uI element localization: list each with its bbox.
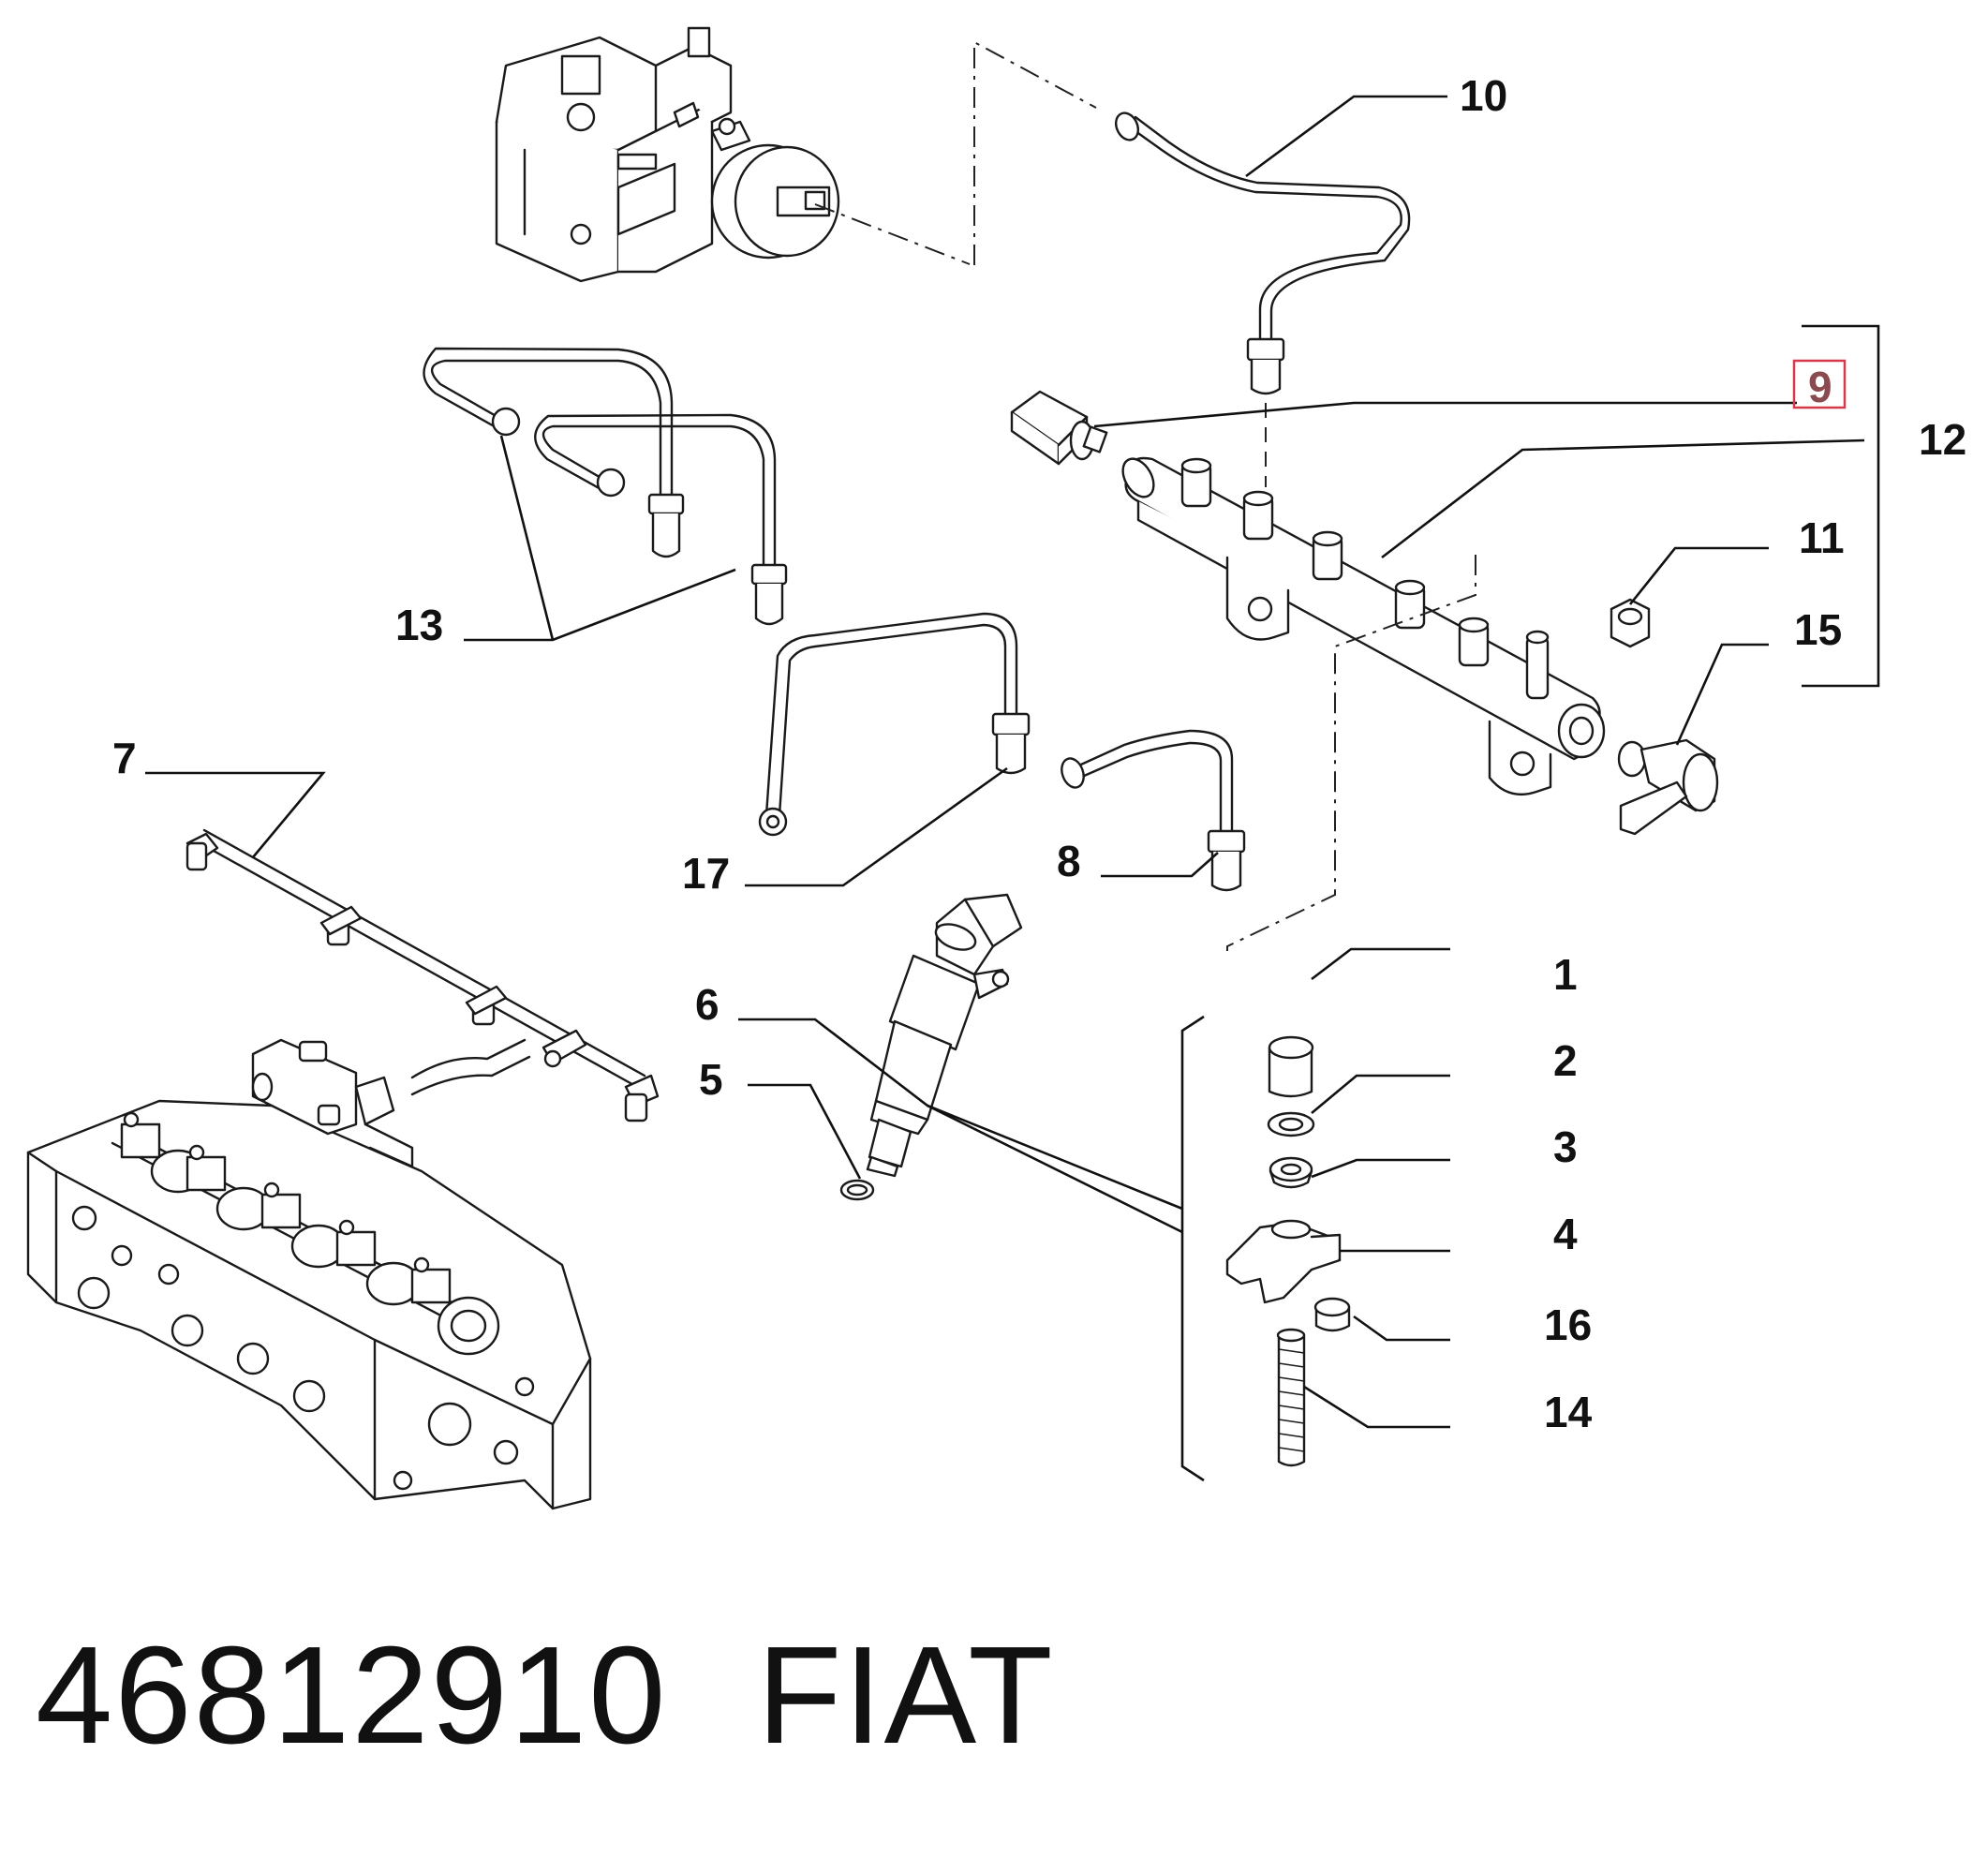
- kit-bracket-lower: [1180, 1015, 1205, 1482]
- clamp-bracket-4: [1225, 1219, 1342, 1304]
- callout-2: 2: [1553, 1036, 1578, 1085]
- callout-7: 7: [112, 734, 137, 782]
- callout-15: 15: [1794, 605, 1842, 654]
- callout-14: 14: [1544, 1388, 1593, 1436]
- injector-6: [839, 893, 1023, 1201]
- pressure-regulator-15: [1617, 738, 1719, 836]
- leak-off-pipe-7: [185, 828, 660, 1122]
- stud-14: [1276, 1328, 1306, 1467]
- injector-pipe-8: [1061, 729, 1246, 892]
- callout-16: 16: [1544, 1301, 1592, 1349]
- callout-3: 3: [1553, 1122, 1578, 1171]
- nut-11: [1610, 598, 1651, 648]
- part-number: 46812910: [36, 1618, 668, 1773]
- sleeve-1: [1268, 1035, 1314, 1098]
- injector-pipes-13: [423, 347, 788, 626]
- washer-2: [1267, 1111, 1315, 1137]
- cylinder-head: [26, 1038, 592, 1510]
- highlight-box: [1792, 359, 1847, 409]
- callout-13: 13: [395, 601, 443, 649]
- common-rail-12: [1121, 456, 1606, 796]
- spacer-16: [1313, 1297, 1351, 1332]
- seal-3: [1268, 1156, 1313, 1189]
- callout-17: 17: [682, 849, 730, 898]
- callout-6: 6: [695, 980, 720, 1029]
- injector-pipe-17: [758, 612, 1031, 837]
- callout-4: 4: [1553, 1210, 1578, 1258]
- high-pressure-pipe-10: [1114, 111, 1411, 395]
- callout-1: 1: [1553, 950, 1578, 999]
- callout-12: 12: [1919, 415, 1966, 464]
- high-pressure-pump: [495, 26, 840, 283]
- kit-bracket-right: [1802, 324, 1880, 688]
- brand-name: FIAT: [757, 1618, 1055, 1773]
- callout-10: 10: [1460, 71, 1507, 120]
- rail-pressure-sensor-9: [1010, 390, 1108, 466]
- callout-8: 8: [1057, 837, 1081, 885]
- callout-5: 5: [699, 1055, 723, 1104]
- callout-11: 11: [1799, 513, 1845, 562]
- callout-9: 9: [1808, 363, 1832, 411]
